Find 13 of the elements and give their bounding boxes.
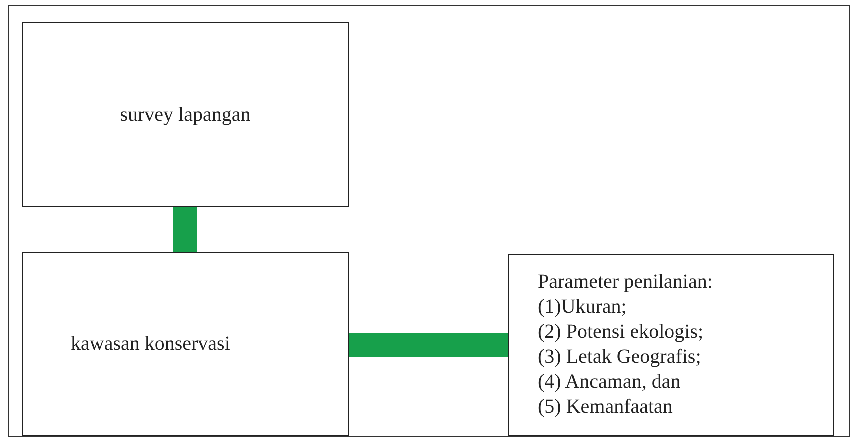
box-text: survey lapangan (120, 102, 251, 126)
box-text: (4) Ancaman, dan (538, 370, 681, 395)
process-box (22, 22, 349, 207)
connector-bar (173, 207, 197, 252)
process-box (22, 252, 349, 436)
process-box (508, 254, 834, 436)
box-text: (3) Letak Geografis; (538, 345, 702, 370)
box-text: (2) Potensi ekologis; (538, 320, 704, 345)
box-text: (5) Kemanfaatan (538, 395, 673, 420)
box-text: kawasan konservasi (71, 332, 230, 356)
box-text: (1)Ukuran; (538, 295, 627, 320)
box-text: Parameter penilanian: (538, 270, 713, 295)
connector-bar (349, 333, 508, 357)
